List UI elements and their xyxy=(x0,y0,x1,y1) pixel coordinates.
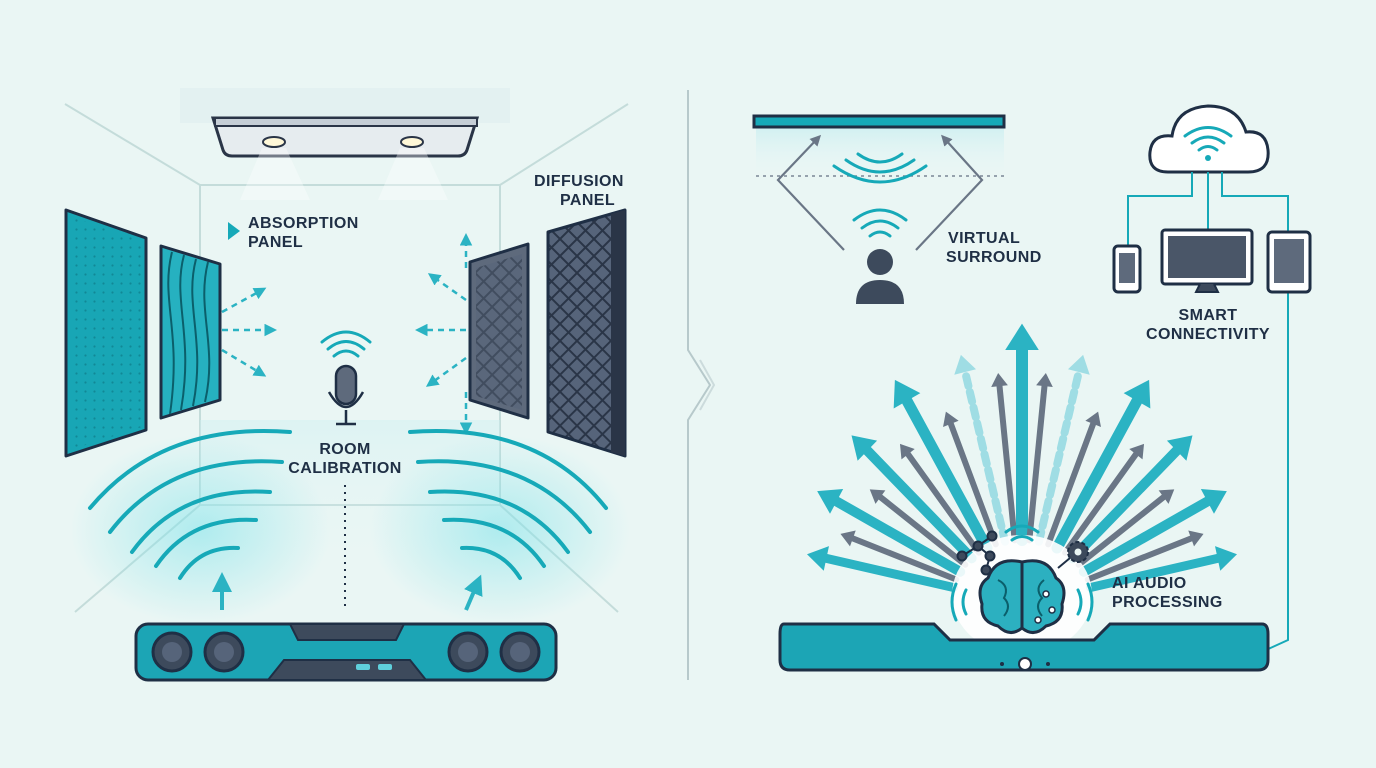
absorption-label-line1: ABSORPTION xyxy=(248,215,359,232)
ceiling-light-icon xyxy=(180,88,510,200)
gear-icon xyxy=(1057,541,1089,569)
ai-arrow-shaft xyxy=(1062,451,1139,556)
ai-arrow-head xyxy=(1188,530,1204,547)
ai-arrow-head xyxy=(1123,379,1151,409)
diffusion-scatter-arrows xyxy=(415,233,473,435)
ai-arrow-shaft xyxy=(1067,445,1182,564)
monitor-icon xyxy=(1160,228,1254,293)
smartphone-icon xyxy=(1112,244,1142,294)
ai-arrow-head xyxy=(1005,323,1039,350)
ai-arrow-head xyxy=(1085,411,1101,427)
ai-arrow-head xyxy=(869,489,886,504)
virtual-surround-ceiling xyxy=(752,114,1006,251)
cloud-wifi-icon xyxy=(1148,104,1270,174)
ai-arrow-head xyxy=(1158,489,1175,504)
virtual-surround-label-line1: VIRTUAL xyxy=(948,230,1021,247)
absorption-pointer xyxy=(228,222,240,240)
virtual-surround-label-line2: SURROUND xyxy=(946,249,1042,266)
tablet-icon xyxy=(1266,230,1312,294)
ai-arrow-head xyxy=(1129,443,1145,460)
diffusion-label-line1: DIFFUSION xyxy=(534,173,624,190)
ai-arrow-head xyxy=(1200,489,1227,514)
smart-connectivity-label-line1: SMART xyxy=(1178,307,1238,324)
ai-arrow-shaft xyxy=(1084,535,1195,583)
diffusion-panel-icon xyxy=(468,208,627,458)
ai-arrow-head xyxy=(893,379,921,409)
soundwave-right xyxy=(370,429,630,625)
ai-arrow-head xyxy=(943,411,959,427)
absorption-panel-icon xyxy=(64,208,222,458)
ai-arrow-shaft xyxy=(901,395,993,554)
ai-arrow-shaft xyxy=(996,383,1018,544)
brain-icon xyxy=(950,524,1094,634)
ai-arrow-shaft xyxy=(862,445,977,564)
connection-lines xyxy=(1127,172,1289,651)
panel-divider xyxy=(687,90,716,680)
ai-arrow-head xyxy=(840,530,856,547)
ai-arrow-shaft xyxy=(1085,553,1223,593)
network-nodes-icon xyxy=(956,530,998,576)
ai-arrow-shaft xyxy=(821,553,959,593)
absorption-label-line2: PANEL xyxy=(248,234,304,251)
ai-arrow-head xyxy=(1166,435,1193,461)
ai-arrow-head xyxy=(817,489,844,514)
ai-arrow-head xyxy=(899,443,915,460)
listener-icon xyxy=(852,208,908,304)
microphone-icon xyxy=(320,330,372,426)
ai-arrow-shaft xyxy=(1045,420,1097,548)
ai-arrow-head xyxy=(991,373,1008,388)
ai-arrow-shaft xyxy=(1034,367,1083,546)
smart-connectivity-label-line2: CONNECTIVITY xyxy=(1146,326,1270,343)
ai-arrow-shaft xyxy=(1078,496,1213,577)
ai-arrow-head xyxy=(1036,373,1053,388)
ai-processing-label-line2: PROCESSING xyxy=(1112,594,1223,611)
ai-arrow-shaft xyxy=(849,535,960,583)
ai-arrow-shaft xyxy=(1026,383,1048,544)
ai-arrow-head xyxy=(807,546,829,571)
soundwave-left xyxy=(70,429,330,625)
ai-arrow-shaft xyxy=(1075,494,1167,568)
soundbar-icon xyxy=(134,622,558,682)
ai-arrow-head xyxy=(954,354,977,375)
ai-arrow-shaft xyxy=(1051,395,1143,554)
room-calibration-label-line1: ROOM xyxy=(319,441,371,458)
ai-arrow-shaft xyxy=(877,494,969,568)
absorption-reflection-arrows xyxy=(221,287,277,377)
ai-arrow-fan xyxy=(807,323,1237,593)
ai-processing-label-line1: AI AUDIO xyxy=(1112,575,1187,592)
diffusion-label-line2: PANEL xyxy=(560,192,616,209)
ai-arrow-shaft xyxy=(831,496,966,577)
ai-arrow-shaft xyxy=(961,367,1010,546)
ai-arrow-shaft xyxy=(905,451,982,556)
ai-arrow-head xyxy=(1215,546,1237,571)
ai-arrow-head xyxy=(851,435,878,461)
room-calibration-label-line2: CALIBRATION xyxy=(288,460,402,477)
ai-arrow-head xyxy=(1067,354,1090,375)
ai-arrow-shaft xyxy=(947,420,999,548)
